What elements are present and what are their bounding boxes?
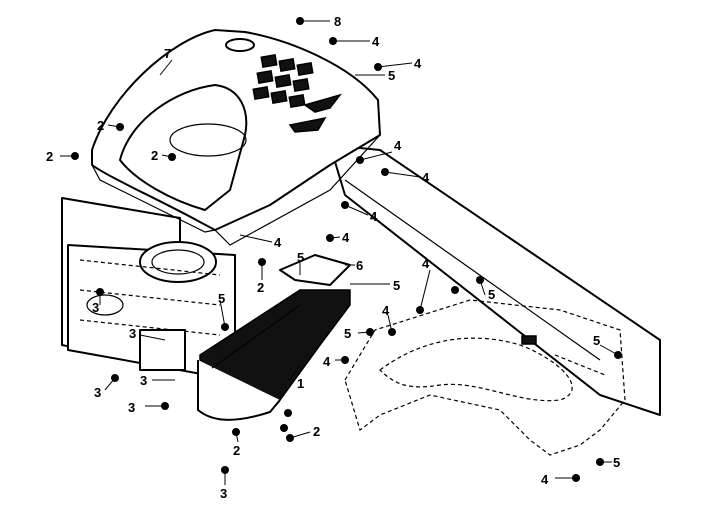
callout-3: 3: [92, 300, 99, 315]
callout-5: 5: [393, 278, 400, 293]
callout-5: 5: [613, 455, 620, 470]
callout-4: 4: [370, 209, 378, 224]
callout-4: 4: [382, 303, 390, 318]
callout-4: 4: [342, 230, 350, 245]
footrest-panel: [344, 299, 626, 456]
callout-2: 2: [97, 118, 104, 133]
callout-4: 4: [422, 170, 430, 185]
fasteners: [71, 17, 622, 482]
callout-5: 5: [388, 68, 395, 83]
callout-6: 6: [356, 258, 363, 273]
tunnel-panel: [329, 144, 661, 416]
callout-5: 5: [593, 333, 600, 348]
callout-5: 5: [218, 291, 225, 306]
callout-5: 5: [488, 287, 495, 302]
callout-2: 2: [313, 424, 320, 439]
callout-2: 2: [151, 148, 158, 163]
callout-3: 3: [129, 326, 136, 341]
callout-4: 4: [541, 472, 549, 487]
hood-cover: [91, 29, 381, 246]
callout-4: 4: [372, 34, 380, 49]
callout-3: 3: [140, 373, 147, 388]
callout-2: 2: [233, 443, 240, 458]
hood-grille: [252, 53, 342, 133]
callout-2: 2: [46, 149, 53, 164]
callout-4: 4: [414, 56, 422, 71]
callout-3: 3: [94, 385, 101, 400]
callout-2: 2: [257, 280, 264, 295]
callout-1: 1: [297, 376, 304, 391]
leader-lines: [60, 20, 619, 485]
bracket: [279, 254, 351, 286]
foot-mat: [197, 289, 351, 421]
callout-4: 4: [422, 256, 430, 271]
callout-3: 3: [220, 486, 227, 501]
callout-4: 4: [274, 235, 282, 250]
engine-block: [61, 197, 236, 381]
callout-8: 8: [334, 14, 341, 29]
callout-5: 5: [344, 326, 351, 341]
callouts: 8 7 4 4 5 2 2 2 4 4 4 4 4 5 6 2 5 4 5 4 …: [46, 14, 620, 501]
callout-4: 4: [394, 138, 402, 153]
callout-7: 7: [164, 46, 171, 61]
callout-3: 3: [128, 400, 135, 415]
callout-5: 5: [297, 250, 304, 265]
callout-4: 4: [323, 354, 331, 369]
